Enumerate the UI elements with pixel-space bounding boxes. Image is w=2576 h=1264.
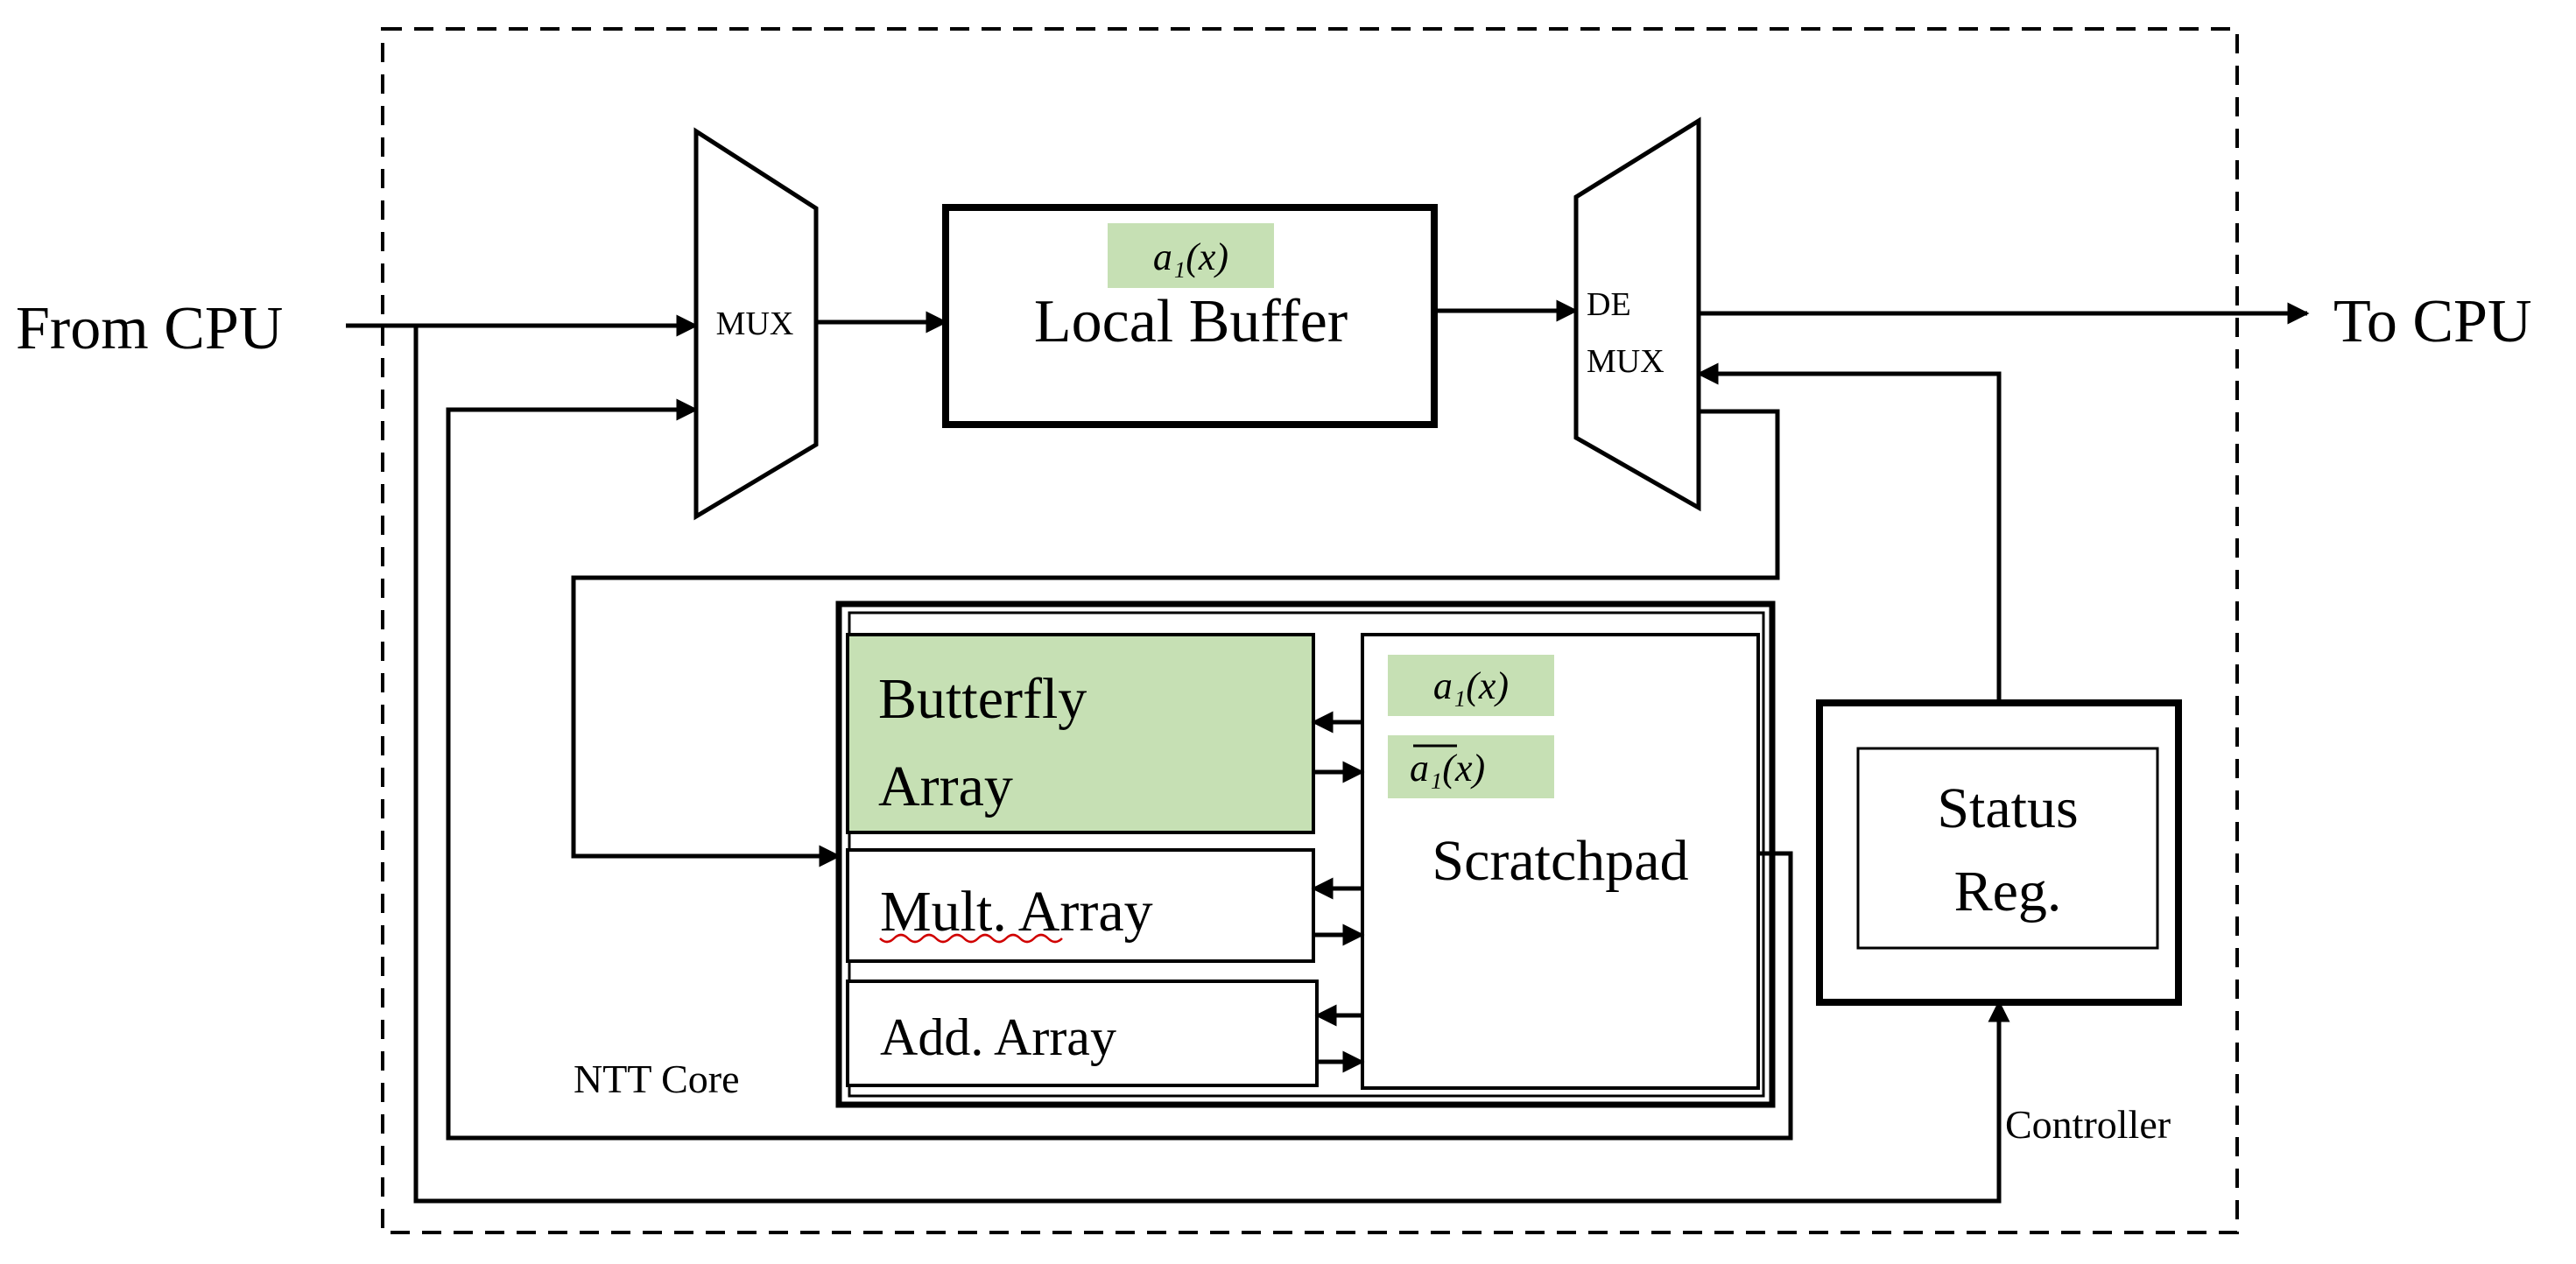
- mux-label: MUX: [716, 305, 794, 342]
- scratch-tag2-base: a₁: [1410, 747, 1442, 790]
- add-array: [846, 980, 1319, 1087]
- mux-block: [693, 127, 819, 521]
- butterfly-label-line1: Butterfly: [878, 667, 1087, 731]
- add-array-label: Add. Array: [880, 1008, 1116, 1066]
- to-cpu-label: To CPU: [2333, 288, 2532, 355]
- status-register-inner: [1856, 747, 2159, 950]
- demux-label-line1: DE: [1587, 286, 1631, 323]
- controller-boundary: [381, 27, 2239, 1234]
- mult-spellcheck-underline: [879, 933, 1063, 944]
- scratch-tag1-highlight: [1388, 655, 1554, 716]
- wire-status-to-demux: [1696, 362, 2002, 703]
- demux-block: [1573, 116, 1701, 512]
- mult-array: [846, 848, 1315, 963]
- scratch-tag2-suffix: (x): [1442, 747, 1485, 790]
- buffer-tag-highlight: [1108, 223, 1274, 288]
- demux-label-line2: MUX: [1587, 343, 1665, 380]
- status-label-line2: Reg.: [1954, 860, 2062, 923]
- local-buffer-label: Local Buffer: [1034, 288, 1348, 355]
- scratch-tag1-math: a₁(x): [1433, 664, 1509, 707]
- scratchpad-label: Scratchpad: [1432, 829, 1688, 893]
- from-cpu-label: From CPU: [16, 295, 283, 362]
- butterfly-array: [846, 633, 1315, 834]
- butterfly-label-line2: Array: [878, 755, 1013, 818]
- wire-demux-to-ntt: [571, 409, 1780, 867]
- status-register: [1816, 699, 2182, 1006]
- status-label-line1: Status: [1937, 776, 2078, 840]
- wires: [346, 299, 2310, 1204]
- wire-cpu-to-controller: [413, 326, 2010, 1204]
- buffer-tag-math: a₁(x): [1153, 235, 1228, 278]
- wire-scratch-to-mux: [446, 398, 1793, 1141]
- controller-label: Controller: [2005, 1102, 2171, 1147]
- ntt-core-label: NTT Core: [574, 1057, 740, 1101]
- mult-array-label: Mult. Array: [880, 880, 1153, 944]
- scratch-tag2-math: a₁(x): [1410, 747, 1485, 790]
